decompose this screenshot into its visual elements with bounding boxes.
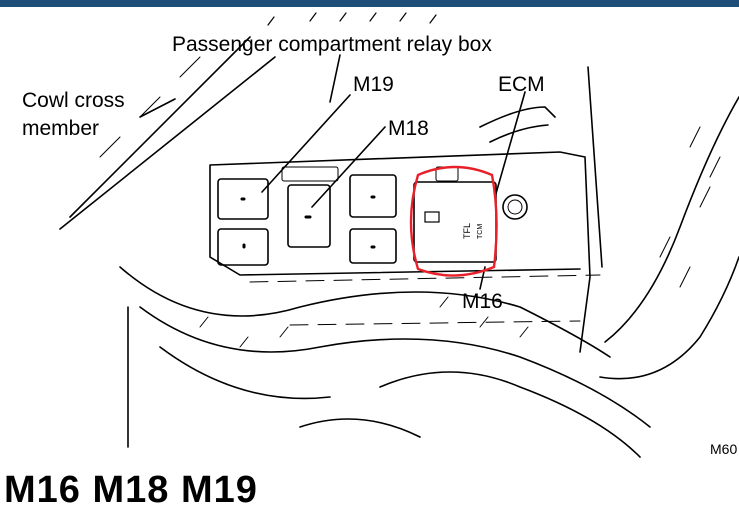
window-top-bar [0,0,739,7]
relay-m16-connector [424,211,440,223]
leader-cowl [139,98,176,118]
right-vertical-line [587,66,603,268]
relay-2 [217,228,269,266]
relay-3 [349,174,397,218]
leader-relay-box [329,54,341,103]
leader-m19 [261,94,351,193]
relay-1 [217,178,269,220]
caption-text: M16 M18 M19 [4,469,258,509]
relay-4 [349,228,397,264]
relay-dots [240,195,376,249]
label-ecm: ECM [498,73,545,96]
highlight-circle [409,165,498,277]
panel-edge [249,274,601,326]
wire-hatch [199,296,529,348]
ecm-bolt [502,194,528,220]
right-body-panel [599,96,739,380]
label-m16: M16 [462,290,503,313]
ecm-bolt-inner [507,199,523,215]
relay-mark-tfl: TFL [462,223,472,239]
label-figure-code: M60 [710,441,737,457]
relay-box-diagram: TFL TCM Passenger compartment relay box … [22,12,739,458]
relay-m18-socket [281,166,339,182]
panel-outline [209,151,591,353]
bottom-caption: M16 M18 M19 [0,467,739,509]
cowl-hatching [99,56,201,158]
label-cowl-line2: member [22,117,99,140]
top-hatching [267,12,437,26]
relay-m18-body [287,184,331,248]
relay-mark-tcm: TCM [477,224,484,239]
leader-ecm [494,91,526,198]
right-hatching [659,126,721,288]
label-cowl-line1: Cowl cross [22,89,125,112]
wire-harness [119,266,651,458]
leader-m18 [311,126,386,208]
cowl-cross-member [59,36,276,230]
label-m19: M19 [353,73,394,96]
ecm-ribbon [479,106,556,143]
label-relay-box: Passenger compartment relay box [172,33,492,56]
label-m18: M18 [388,117,429,140]
